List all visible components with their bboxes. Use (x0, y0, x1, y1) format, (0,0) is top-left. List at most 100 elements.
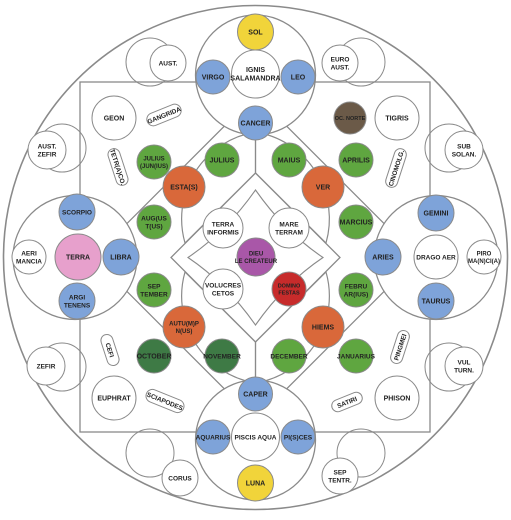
aeri-mancia-node-label-2: MANCIA (16, 258, 42, 265)
gangrida-tag-shape (146, 103, 182, 127)
autumpnus-node: AUTU(M)PN(US) (162, 305, 206, 349)
euro-aust-node-label-2: AUST. (331, 64, 350, 71)
cancer-node: CANCER (238, 105, 273, 141)
aeri-mancia-node-label-1: AERI (21, 250, 37, 257)
hiems-node: HIEMS (301, 305, 345, 349)
ver-node-label: VER (316, 184, 330, 191)
dieu-node: DIEU LE CREATEUR (235, 237, 278, 277)
december-node-shape (271, 338, 307, 374)
sciapodes-tag-shape (145, 388, 185, 414)
oc-norte-node-label: OC. NORTE (335, 116, 366, 122)
piro-mancia-node-label-1: PIRO (477, 251, 492, 257)
october-node-shape (136, 338, 172, 374)
scorpio-node-shape (58, 193, 96, 231)
pingmei-tag-shape (390, 330, 410, 364)
aprilis-node: APRILIS (338, 142, 374, 178)
terra-node-label: TERRA (66, 254, 90, 261)
libra-node-shape (102, 238, 140, 276)
euro-aust-node-label-1: EURO (331, 56, 350, 63)
aries-node-label: ARIES (372, 254, 394, 261)
dieu-node-label-2: LE CREATEUR (235, 259, 278, 265)
aquarius-node-label: AQUARIUS (196, 434, 231, 441)
volucres-cetos-node-shape (202, 268, 244, 310)
aust-zefir-node: AUST.ZEFIR (27, 130, 67, 170)
volucres-cetos-node-label-1: VOLUCRES (205, 282, 242, 289)
ver-node-shape (301, 165, 345, 209)
julius-node-label: JULIUS (210, 157, 235, 164)
geon-node: GEON (91, 95, 137, 141)
euphrat-node-label: EUPHRAT (97, 395, 131, 402)
aquarius-node-shape (195, 419, 231, 455)
sol-node-label: SOL (248, 29, 263, 36)
februarius-node-label-1: FEBRU (345, 283, 368, 290)
zefir-node-shape (26, 346, 66, 386)
libra-node: LIBRA (102, 238, 140, 276)
augustus-node-label-1: AUG(US (141, 215, 167, 222)
cancer-node-label: CANCER (241, 120, 271, 127)
caper-node-label: CAPER (243, 391, 268, 398)
piro-mancia-node-label-2: MA(N)CI(A) (468, 259, 500, 265)
augustus-node-shape (136, 204, 172, 240)
ring-arc-2 (125, 428, 175, 478)
luna-node: LUNA (237, 464, 274, 502)
zefir-node: ZEFIR (26, 346, 66, 386)
estas-node-label: ESTA(S) (170, 184, 197, 191)
julius-node: JULIUS (204, 142, 240, 178)
corus-node-shape (161, 459, 199, 497)
tigris-node: TIGRIS (374, 95, 420, 141)
euphrat-node-shape (91, 375, 137, 421)
aust-node-shape (149, 44, 187, 82)
phison-node: PHISON (374, 375, 420, 421)
december-node-label: DECEMBER (270, 353, 308, 360)
phison-node-shape (374, 375, 420, 421)
sep-tentr-node-label-2: TENTR. (328, 477, 352, 484)
geon-node-label: GEON (104, 115, 125, 122)
vul-turn-node-shape (444, 346, 484, 386)
cefi-tag-shape (100, 333, 120, 367)
pisces-node-shape (280, 419, 316, 455)
september-node-shape (136, 272, 172, 308)
junius-node-shape (136, 144, 172, 180)
aust-node-label: AUST. (159, 60, 178, 67)
dieu-node-label-1: DIEU (249, 251, 263, 257)
taurus-node: TAURUS (417, 282, 455, 320)
euphrat-node: EUPHRAT (91, 375, 137, 421)
februarius-node-shape (338, 272, 374, 308)
hiems-node-label: HIEMS (312, 324, 335, 331)
oc-norte-node-shape (333, 101, 367, 135)
leo-node: LEO (280, 59, 316, 95)
tetrapco-tag-shape (107, 148, 129, 186)
scorpio-node: SCORPIO (58, 193, 96, 231)
scorpio-node-label: SCORPIO (62, 209, 92, 216)
satiri-tag-shape (331, 391, 363, 413)
ignis-node-label-1: IGNIS (246, 67, 265, 74)
drago-aer-node: DRAGO AER (413, 234, 459, 280)
januarius-node-label: JANUARIUS (337, 353, 376, 360)
november-node-shape (204, 338, 240, 374)
marcius-node: MARCIUS (338, 204, 374, 240)
virgo-node-shape (195, 59, 231, 95)
piscis-aqua-node-shape (231, 412, 280, 462)
maius-node: MAIUS (271, 142, 307, 178)
autumpnus-node-label-2: N(US) (176, 329, 193, 335)
mare-terram-node-shape (268, 207, 310, 249)
ignis-node-shape (231, 49, 280, 99)
marcius-node-shape (338, 204, 374, 240)
drago-aer-node-shape (413, 234, 459, 280)
piscis-aqua-node: PISCIS AQUA (231, 412, 280, 462)
hiems-node-shape (301, 305, 345, 349)
ignis-node-label-2: SALAMANDRA (230, 76, 280, 83)
libra-node-label: LIBRA (110, 254, 131, 261)
cancer-node-shape (238, 105, 273, 141)
terra-node: TERRA (54, 233, 102, 281)
virgo-node: VIRGO (195, 59, 231, 95)
